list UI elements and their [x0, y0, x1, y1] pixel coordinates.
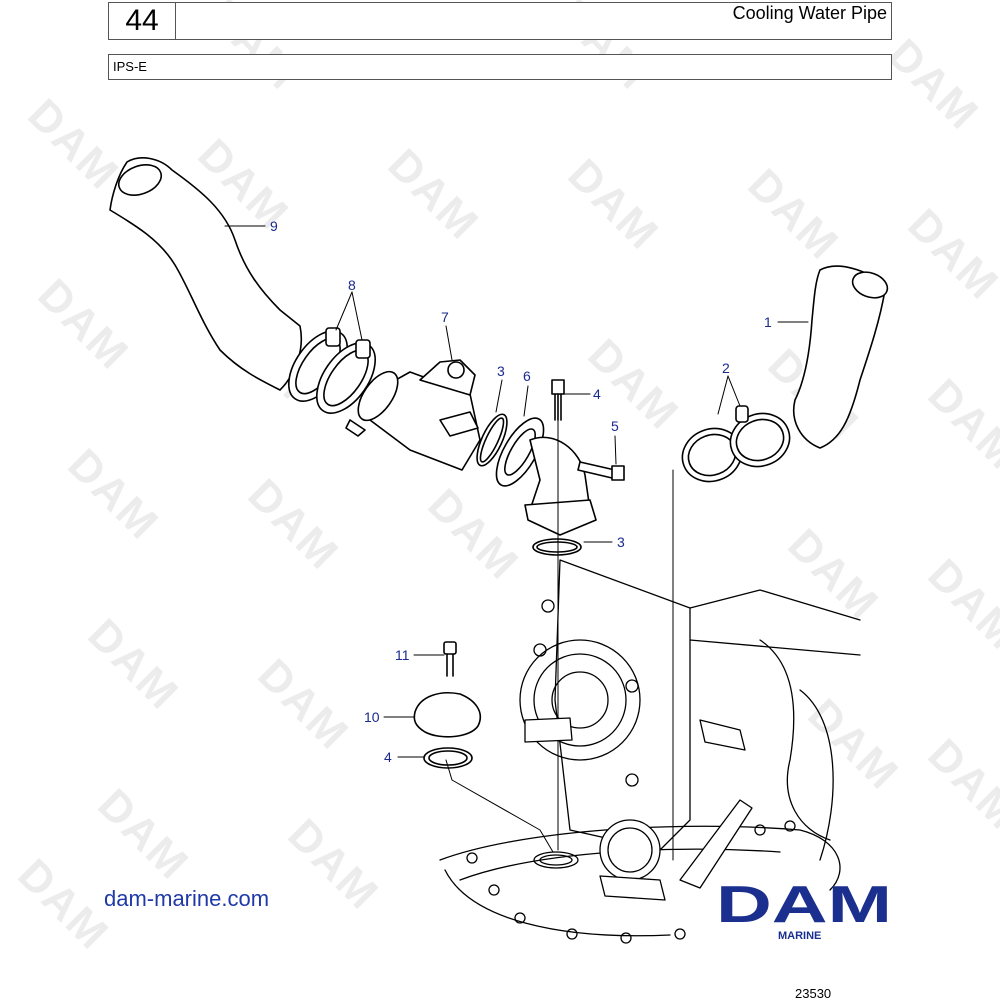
o-ring-part-3-lower [532, 538, 582, 556]
page-number: 44 [109, 3, 176, 39]
callout-4-second: 5 [611, 418, 619, 434]
callout-5: 6 [523, 368, 531, 384]
website-link[interactable]: dam-marine.com [104, 886, 270, 911]
flange-part-5 [495, 417, 545, 487]
callout-7: 8 [348, 277, 356, 293]
hose-clamp-part-2 [681, 405, 791, 483]
callout-4: 4 [593, 386, 601, 402]
elbow-fitting [524, 436, 597, 536]
callout-9: 4 [384, 749, 392, 765]
dam-logo: DAM [716, 876, 892, 926]
cover-plate-part-10 [413, 692, 482, 738]
callout-8: 9 [270, 218, 278, 234]
subheader-bar: IPS-E [108, 54, 892, 80]
callout-1: 1 [764, 314, 772, 330]
drive-housing [439, 559, 861, 944]
o-ring-part-3 [476, 413, 508, 467]
screw-part-11 [443, 641, 457, 677]
logo-subtext: MARINE [778, 930, 822, 942]
model-label: IPS-E [113, 59, 147, 74]
logo-text: DAM [716, 876, 892, 926]
pipe-housing-part-6 [345, 359, 481, 471]
header-bar: 44 Cooling Water Pipe [108, 2, 892, 40]
callout-11: 11 [395, 647, 410, 663]
hose-part-1 [793, 265, 889, 449]
hose-part-8 [109, 157, 303, 391]
callout-3-second: 3 [617, 534, 625, 550]
callout-3: 3 [497, 363, 505, 379]
callout-10: 10 [364, 709, 380, 725]
drawing-number: 23530 [795, 986, 832, 1001]
bolt-part-4 [551, 379, 625, 481]
callout-6: 7 [441, 309, 449, 325]
o-ring-part-9 [423, 747, 473, 769]
callout-2: 2 [722, 360, 730, 376]
page-title: Cooling Water Pipe [732, 3, 887, 23]
hose-clamp-part-7 [288, 327, 376, 414]
